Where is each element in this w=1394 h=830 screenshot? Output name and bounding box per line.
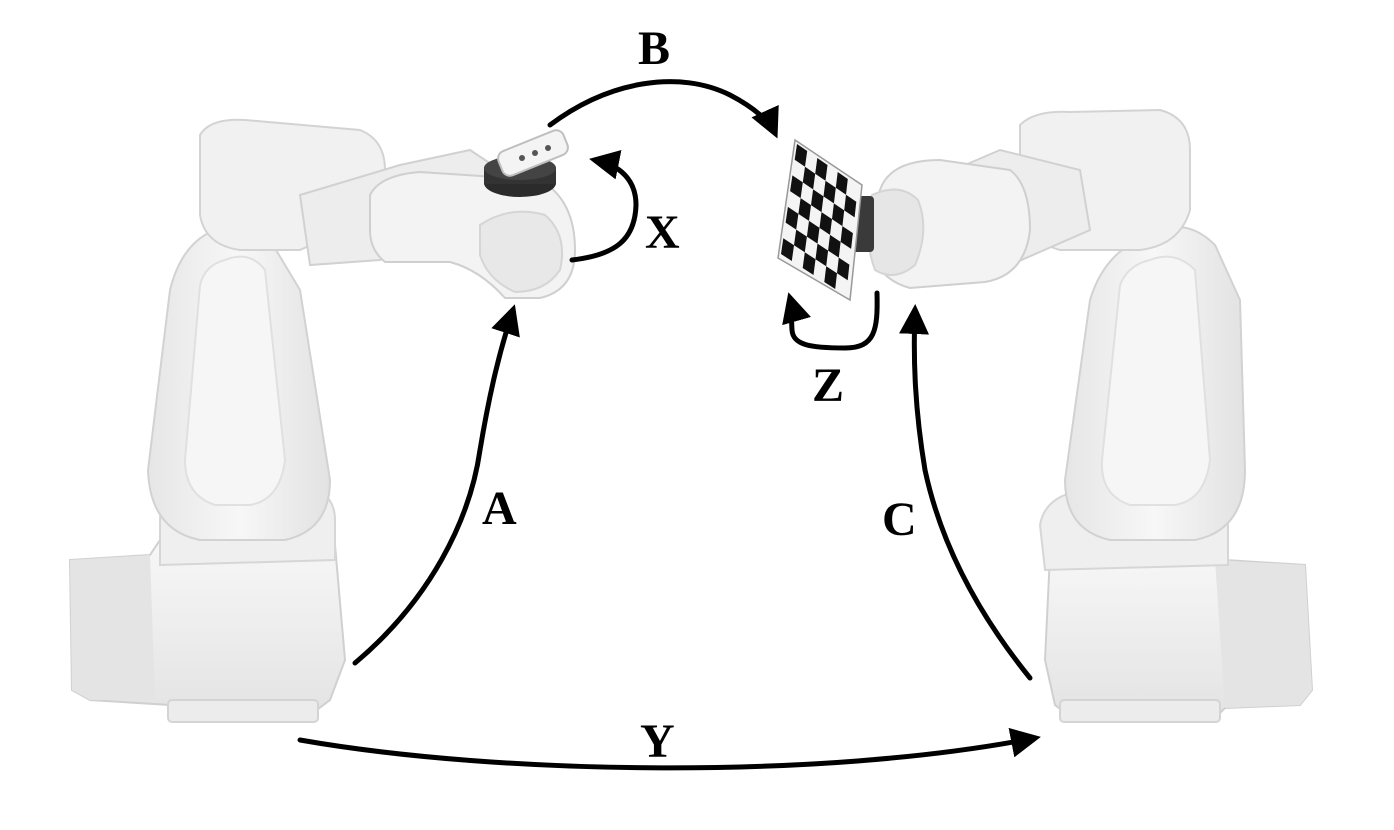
checker-cell (837, 257, 850, 281)
arrow-labels: A B C X Y Z (482, 22, 917, 768)
right-robot-wrist-face (866, 188, 925, 276)
checker-cell (794, 144, 808, 167)
checker-cell (806, 220, 820, 244)
checker-cell (832, 203, 845, 227)
checker-cell (844, 194, 857, 218)
checker-cell (815, 158, 828, 181)
checker-cell (798, 198, 811, 221)
right-robot (848, 108, 1314, 723)
left-robot-wrist-face (479, 210, 564, 294)
arrow-z (782, 290, 880, 351)
checker-cell (835, 172, 848, 195)
arrow-y (297, 727, 1041, 771)
right-robot-base-side (1215, 560, 1312, 708)
label-b: B (638, 22, 670, 75)
checker-cell (828, 234, 841, 258)
label-x: X (645, 206, 680, 259)
label-y: Y (640, 715, 675, 768)
arrow-a (352, 304, 520, 666)
checker-cell (815, 243, 829, 267)
checker-cell (785, 206, 799, 230)
checker-cell (790, 175, 803, 199)
left-robot-base-plate (167, 699, 319, 723)
camera-icon (484, 129, 569, 197)
right-robot-lower-arm-panel (1100, 255, 1212, 506)
checker-cell (802, 166, 816, 190)
transform-arrows (297, 79, 1041, 771)
left-robot-lower-arm-panel (183, 255, 287, 506)
checkerboard-icon (777, 138, 863, 302)
label-z: Z (812, 359, 844, 412)
checker-cell (840, 226, 853, 249)
checker-cell (802, 252, 816, 275)
label-a: A (482, 482, 517, 535)
checker-cell (823, 180, 836, 204)
arrow-c (899, 304, 1033, 681)
arrow-x (569, 150, 639, 263)
checker-cell (794, 229, 807, 253)
left-robot (68, 118, 577, 723)
right-robot-base-plate (1059, 699, 1221, 723)
label-c: C (882, 493, 917, 546)
checker-cell (824, 266, 837, 289)
checker-cell (819, 212, 832, 235)
arrow-b (547, 79, 779, 139)
checker-cell (781, 238, 794, 261)
left-robot-base-side (70, 555, 155, 700)
checker-cell (811, 189, 824, 213)
